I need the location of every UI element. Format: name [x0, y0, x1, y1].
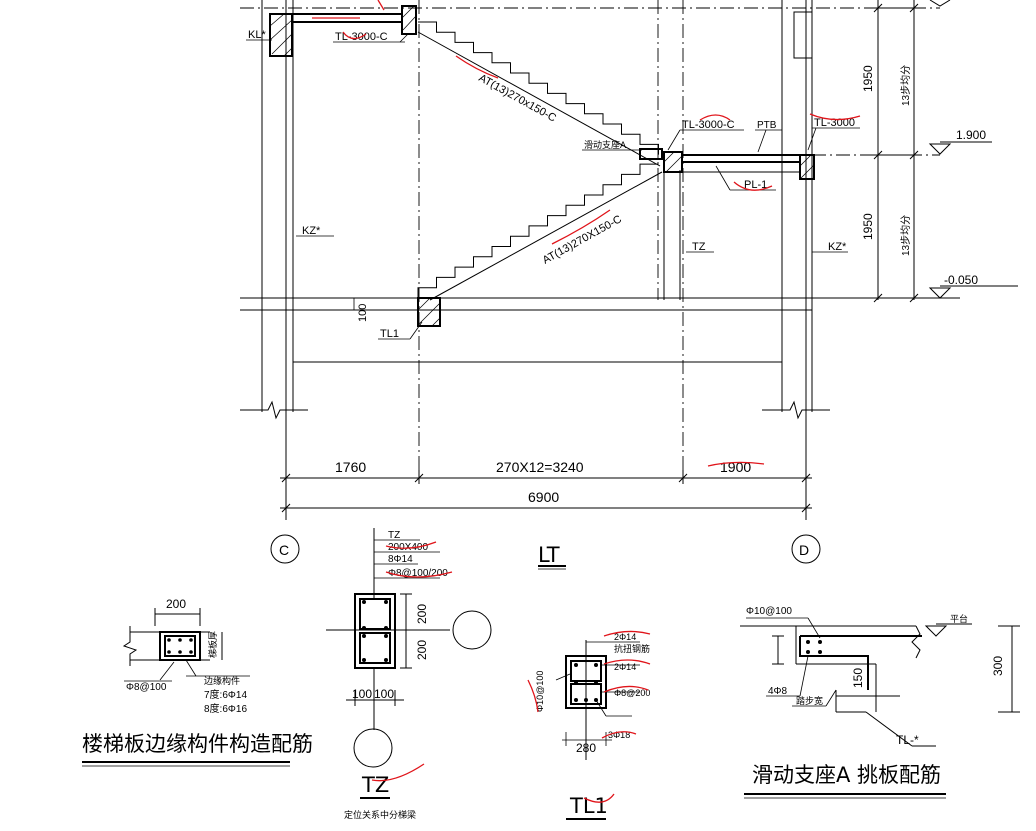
level-lower: -0.050	[944, 273, 978, 287]
tl1-bottom-bar: 3Φ18	[608, 730, 630, 740]
tz-stirrup: Φ8@100/200	[388, 568, 448, 579]
support-height: 300	[991, 656, 1005, 676]
edge-deg8: 8度:6Φ16	[204, 702, 247, 715]
tz-main-bar: 8Φ14	[388, 554, 413, 565]
tz-section-detail	[326, 528, 492, 768]
tz-dim-d: 100	[374, 687, 394, 701]
top-landing	[269, 0, 417, 57]
level-mark-upper	[928, 141, 992, 155]
support-platform: 平台	[950, 613, 968, 624]
horizontal-lines	[240, 7, 960, 420]
right-column-rect	[793, 11, 813, 59]
dim-1760: 1760	[335, 459, 366, 475]
support-beam: TL-*	[896, 733, 919, 747]
edge-deg7: 7度:6Φ14	[204, 688, 247, 701]
axis-c-label: C	[279, 542, 289, 558]
lower-steps-dim: 13步均分	[900, 215, 912, 256]
dim-1900: 1900	[720, 459, 751, 475]
tl1-left-bar: Φ10@100	[535, 671, 545, 712]
level-mark-lower	[928, 285, 1018, 299]
lower-flight	[417, 163, 663, 301]
tl1-beam	[417, 297, 441, 327]
tl1-detail-title: TL1	[569, 794, 608, 818]
tl1-stirrup: Φ8@200	[614, 688, 650, 698]
edge-detail-title: 楼梯板边缘构件构造配筋	[82, 732, 313, 756]
tz-label: TZ	[692, 241, 706, 253]
edge-thickness: 梯板厚	[207, 631, 218, 658]
tl1-side-bar: 2Φ14	[614, 662, 636, 672]
kl-label: KL*	[248, 29, 266, 41]
tl-mid-label: TL-3000-C	[682, 119, 735, 131]
mid-landing	[639, 148, 815, 180]
dim-6900: 6900	[528, 489, 559, 505]
upper-height-dim: 1950	[861, 65, 875, 92]
section-name: LT	[538, 543, 560, 567]
upper-steps-dim: 13步均分	[900, 65, 912, 106]
tz-dim-b: 200	[415, 640, 429, 660]
vertical-dimension	[870, 0, 920, 303]
kz-right-label: KZ*	[828, 241, 847, 253]
axis-c-bubble	[270, 534, 300, 564]
column-lines	[261, 0, 813, 520]
support-top-bar: Φ10@100	[746, 606, 792, 617]
upper-flight	[417, 21, 661, 167]
axis-d-label: D	[799, 542, 809, 558]
edge-member-detail	[122, 608, 223, 681]
tl1-width: 280	[576, 741, 596, 755]
edge-stirrup: Φ8@100	[126, 682, 167, 693]
sliding-support-label: 滑动支座A	[584, 139, 626, 150]
support-detail-title: 滑动支座A 挑板配筋	[752, 763, 941, 787]
horizontal-dimension	[280, 470, 812, 513]
support-step-width: 踏步宽	[796, 695, 823, 706]
tl1-section-detail	[555, 640, 640, 760]
sliding-support-detail	[740, 617, 1020, 747]
dim-3240: 270X12=3240	[496, 459, 584, 475]
support-dim-150: 150	[851, 668, 865, 688]
tl1-label: TL1	[380, 328, 399, 340]
edge-member: 边缘构件	[204, 675, 240, 686]
tz-note: 定位关系中分梯梁	[344, 809, 416, 820]
tl1-side-label: 抗扭钢筋	[614, 643, 650, 654]
dim-100-label: 100	[357, 304, 369, 322]
edge-dim-width: 200	[166, 597, 186, 611]
level-upper: 1.900	[956, 128, 986, 142]
tl1-top-bar: 2Φ14	[614, 632, 636, 642]
support-bars: 4Φ8	[768, 686, 788, 697]
tz-dim-a: 200	[415, 604, 429, 624]
tl-right-label: TL-3000	[814, 117, 855, 129]
ptb-label: PTB	[757, 120, 777, 131]
tz-detail-title: TZ	[361, 773, 389, 797]
axis-d-bubble	[791, 534, 821, 564]
kz-left-label: KZ*	[302, 225, 321, 237]
tz-dim-c: 100	[352, 687, 372, 701]
tz-name-label: TZ	[388, 530, 400, 541]
pl-label: PL-1	[744, 179, 767, 191]
upper-flight-label: AT(13)270x150-C	[477, 72, 559, 125]
lower-flight-label: AT(13)270X150-C	[541, 213, 624, 266]
lower-height-dim: 1950	[861, 213, 875, 240]
